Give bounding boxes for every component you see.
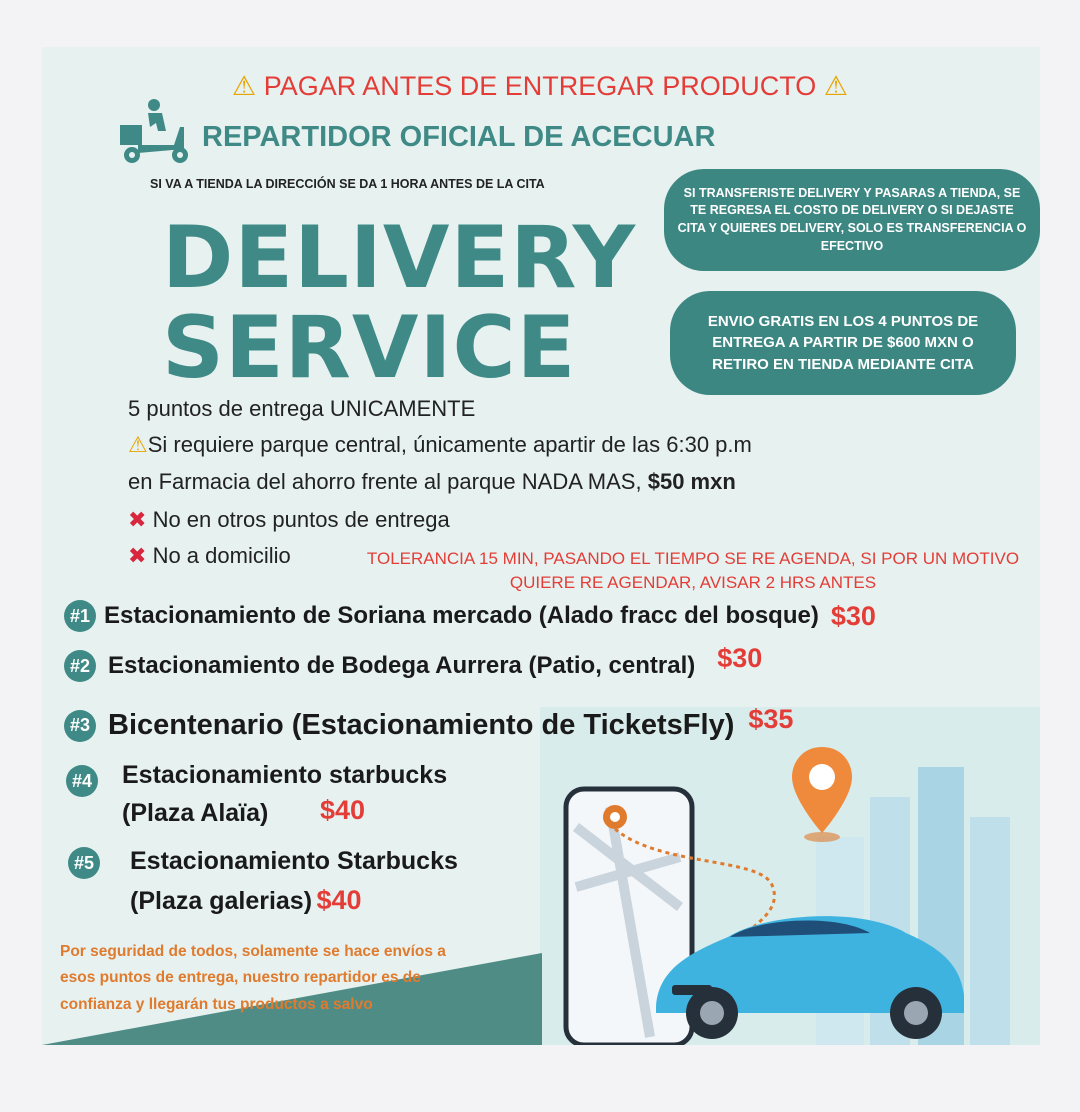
payment-warning-text: PAGAR ANTES DE ENTREGAR PRODUCTO xyxy=(263,71,817,101)
location-number-badge: #5 xyxy=(68,847,100,879)
points-info: 5 puntos de entrega UNICAMENTE xyxy=(128,396,476,421)
hero-service: SERVICE xyxy=(162,298,577,398)
location-name: Estacionamiento de Soriana mercado (Alad… xyxy=(104,602,819,629)
location-line2: (Plaza galerias) $40 xyxy=(130,885,362,916)
warning-icon: ⚠ xyxy=(128,433,148,458)
hero-delivery: DELIVERY xyxy=(162,208,637,308)
cross-icon: ✖ xyxy=(128,544,147,569)
location-name: Estacionamiento de Bodega Aurrera (Patio… xyxy=(108,652,696,679)
decorative-triangle xyxy=(42,953,542,1045)
no-home-delivery-text: No a domicilio xyxy=(152,543,291,568)
location-price: $40 xyxy=(316,885,362,915)
location-number-badge: #3 xyxy=(64,709,96,742)
location-name-line2: (Plaza galerias) xyxy=(130,887,313,915)
store-appointment-note: SI VA A TIENDA LA DIRECCIÓN SE DA 1 HORA… xyxy=(150,177,545,191)
parque-info: ⚠Si requiere parque central, únicamente … xyxy=(128,432,752,458)
location-number-badge: #2 xyxy=(64,650,96,682)
location-price: $35 xyxy=(748,704,794,734)
safety-note: Por seguridad de todos, solamente se hac… xyxy=(60,943,446,1013)
free-shipping-note: ENVIO GRATIS EN LOS 4 PUNTOS DE ENTREGA … xyxy=(670,291,1016,395)
transfer-note: SI TRANSFERISTE DELIVERY Y PASARAS A TIE… xyxy=(664,169,1040,271)
no-other-points: ✖ No en otros puntos de entrega xyxy=(128,507,450,533)
tolerance-note: TOLERANCIA 15 MIN, PASANDO EL TIEMPO SE … xyxy=(366,549,1020,592)
location-name: Estacionamiento Starbucks xyxy=(130,847,458,875)
location-price: $40 xyxy=(320,795,366,825)
location-number-badge: #1 xyxy=(64,600,96,632)
location-price: $30 xyxy=(830,600,876,631)
location-number-badge: #4 xyxy=(66,765,98,797)
no-home-delivery: ✖ No a domicilio xyxy=(128,543,291,569)
farmacia-price: $50 mxn xyxy=(647,469,736,494)
location-name-line2: (Plaza Alaïa) xyxy=(122,799,269,827)
location-name: Estacionamiento starbucks xyxy=(122,761,448,789)
warning-icon: ⚠ xyxy=(231,71,257,102)
location-2: #2 Estacionamiento de Bodega Aurrera (Pa… xyxy=(64,643,762,682)
payment-warning: ⚠ PAGAR ANTES DE ENTREGAR PRODUCTO ⚠ xyxy=(210,71,870,102)
warning-icon: ⚠ xyxy=(823,71,849,102)
free-shipping-note-text: ENVIO GRATIS EN LOS 4 PUNTOS DE ENTREGA … xyxy=(707,313,979,373)
scooter-rider-icon xyxy=(120,99,188,163)
farmacia-info: en Farmacia del ahorro frente al parque … xyxy=(128,469,736,495)
location-1: #1 Estacionamiento de Soriana mercado (A… xyxy=(64,600,876,632)
location-3: #3 Bicentenario (Estacionamiento de Tick… xyxy=(64,704,793,742)
cross-icon: ✖ xyxy=(128,508,147,533)
location-name: Bicentenario (Estacionamiento de Tickets… xyxy=(108,709,735,741)
location-price: $30 xyxy=(717,642,763,673)
courier-title: REPARTIDOR OFICIAL DE ACECUAR xyxy=(202,121,716,153)
farmacia-info-text: en Farmacia del ahorro frente al parque … xyxy=(128,469,642,494)
transfer-note-text: SI TRANSFERISTE DELIVERY Y PASARAS A TIE… xyxy=(677,185,1027,253)
delivery-flyer: ⚠ PAGAR ANTES DE ENTREGAR PRODUCTO ⚠ REP… xyxy=(42,47,1040,1045)
parque-info-text: Si requiere parque central, únicamente a… xyxy=(147,432,752,457)
delivery-illustration xyxy=(540,707,1040,1045)
no-other-points-text: No en otros puntos de entrega xyxy=(152,507,450,532)
